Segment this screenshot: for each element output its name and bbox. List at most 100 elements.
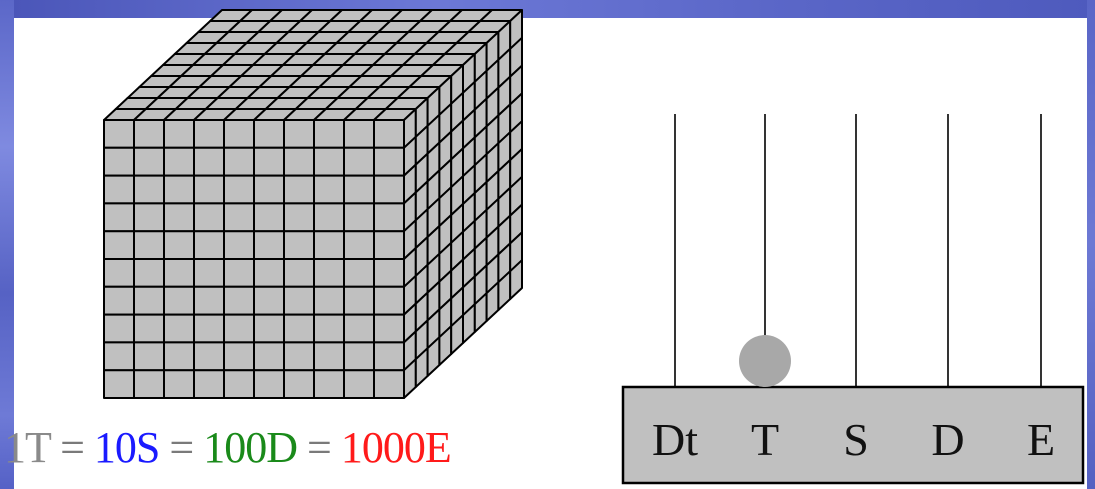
cube-front-cell [373,285,405,316]
cube-front-cell [343,285,375,316]
cube-front-cell [313,230,345,260]
cube-front-cell [133,285,165,316]
cube-front-cell [253,341,285,372]
cube-front-cell [283,119,315,149]
cube-front-cell [103,119,135,149]
cube-front-cell [373,369,405,399]
cube-front-cell [103,230,135,260]
cube-front-cell [373,313,405,344]
cube-front-cell [193,202,225,233]
cube-front-cell [283,230,315,260]
cube-front-cell [343,146,375,177]
cube-front-cell [343,369,375,399]
cube-front-cell [283,146,315,177]
cube-front-cell [313,285,345,316]
cube-front-cell [253,230,285,260]
equation-term-d: 100D [203,423,298,472]
cube-front-cell [133,174,165,205]
cube-front-cell [163,119,195,149]
cube-side-face [403,9,523,399]
cube-front-cell [103,174,135,205]
cube-front-cell [283,369,315,399]
cube-front-cell [253,258,285,288]
cube-front-cell [223,202,255,233]
cube-front-cell [313,119,345,149]
cube-front-cell [103,285,135,316]
equals-sign-1: = [60,423,85,472]
cube-front-cell [343,313,375,344]
cube-front-cell [313,146,345,177]
abacus-rods [674,114,1042,387]
cube-front-cell [223,285,255,316]
abacus-label-dt: Dt [652,414,698,465]
cube-front-cell [163,313,195,344]
cube-front-cell [163,369,195,399]
equals-sign-3: = [307,423,332,472]
cube-front-cell [313,369,345,399]
cube-front-cell [133,202,165,233]
cube-front-cell [283,202,315,233]
cube-front-cell [223,369,255,399]
cube-front-cell [283,313,315,344]
cube-front-cell [103,313,135,344]
equation-term-e: 1000E [340,423,452,472]
cube-front-cell [253,369,285,399]
cube-front-cell [283,285,315,316]
cube-front-cell [103,258,135,288]
cube-front-cell [253,313,285,344]
cube-front-cell [193,258,225,288]
abacus: Dt T S D E [621,114,1085,485]
equation-term-s: 10S [93,423,160,472]
abacus-base [621,385,1085,485]
cube-front-cell [373,341,405,372]
cube-front-cell [163,230,195,260]
cube-front-cell [103,369,135,399]
cube-front-cell [343,202,375,233]
abacus-label-s: S [843,414,869,465]
cube-front-cell [133,369,165,399]
cube-front-cell [313,341,345,372]
cube-front-cell [253,119,285,149]
cube-front-cell [283,258,315,288]
cube-front-cell [133,313,165,344]
cube-top-face [103,9,523,121]
cube-front-cell [253,202,285,233]
cube-front-cell [343,341,375,372]
slide-frame-left [0,0,14,489]
cube-front-cell [283,174,315,205]
cube-front-cell [163,146,195,177]
place-value-equation: 1T = 10S = 100D = 1000E [4,420,452,476]
cube-side-cell [509,259,523,300]
equals-sign-2: = [169,423,194,472]
cube-front-cell [193,341,225,372]
thousand-cube [103,9,523,399]
cube-front-cell [223,230,255,260]
cube-front-cell [223,313,255,344]
cube-front-cell [373,146,405,177]
cube-front-cell [223,119,255,149]
cube-front-cell [193,313,225,344]
cube-front-cell [373,174,405,205]
cube-front-cell [343,230,375,260]
cube-front-cell [373,230,405,260]
cube-front-cell [133,230,165,260]
cube-front-cell [193,230,225,260]
cube-front-cell [193,119,225,149]
cube-front-cell [253,174,285,205]
cube-front-cell [223,174,255,205]
abacus-label-t: T [751,414,779,465]
cube-front-cell [313,313,345,344]
cube-front-cell [163,258,195,288]
abacus-label-e: E [1027,414,1055,465]
cube-front-cell [343,119,375,149]
cube-front-cell [223,146,255,177]
cube-front-cell [193,369,225,399]
cube-front-cell [313,174,345,205]
cube-front-cell [223,258,255,288]
cube-front-cell [133,119,165,149]
cube-front-cell [313,202,345,233]
cube-front-cell [133,258,165,288]
cube-front-cell [133,146,165,177]
abacus-label-d: D [931,414,964,465]
cube-front-cell [253,146,285,177]
